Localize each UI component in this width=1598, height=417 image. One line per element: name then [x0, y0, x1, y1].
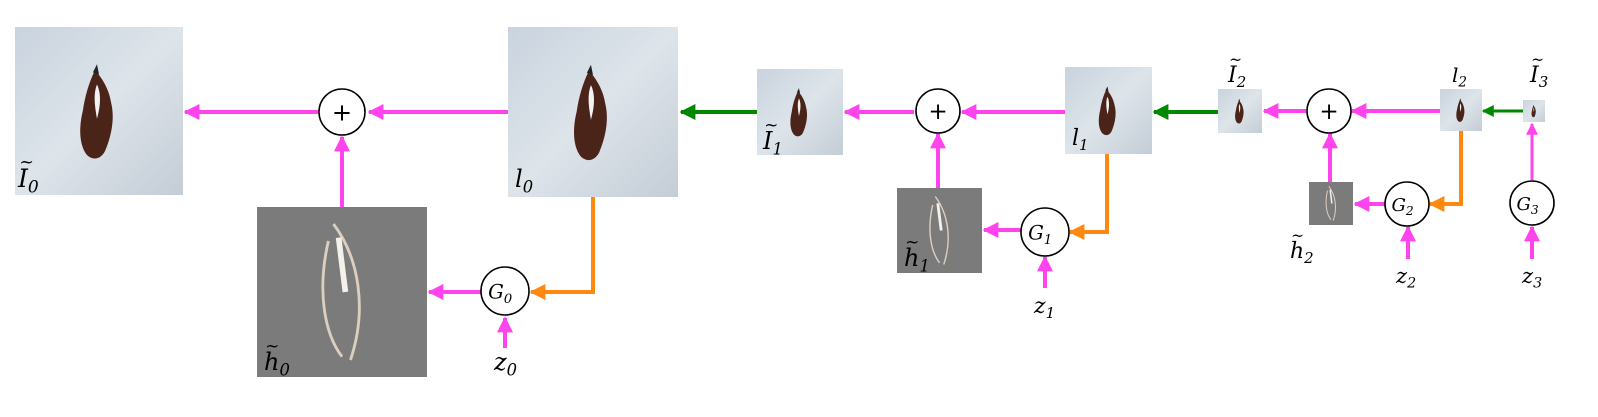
generator-node-1: G1: [1020, 207, 1070, 257]
residual-image-0: [257, 207, 427, 377]
generator-node-1-label: G1: [1028, 222, 1052, 248]
generator-node-2-label: G2: [1391, 195, 1413, 218]
noise-label-1: z1: [1033, 294, 1055, 322]
generator-input-arrow-l2: [1428, 131, 1463, 212]
generator-input-arrow-l0: [529, 197, 595, 300]
image-label-1: I1: [762, 127, 783, 158]
generator-node-3: G3: [1509, 180, 1555, 226]
upsampled-image-2: [1440, 89, 1482, 131]
residual-label-0-tilde: ~: [265, 335, 279, 355]
noise-label-3: z3: [1521, 264, 1542, 292]
sum-node-1-symbol: +: [928, 99, 947, 125]
generator-node-0: G0: [480, 266, 530, 316]
sum-node-2-symbol: +: [1319, 99, 1338, 125]
residual-label-2: h2: [1290, 239, 1314, 267]
generator-node-0-label: G0: [488, 281, 513, 307]
reconstructed-image-1: [757, 69, 843, 155]
sum-node-0: +: [318, 88, 366, 136]
reconstructed-image-0: [15, 27, 183, 195]
sum-node-0-symbol: +: [332, 98, 352, 126]
image-label-2-tilde: ~: [1229, 51, 1242, 69]
image-label-3: I3: [1529, 63, 1548, 91]
generator-node-3-label: G3: [1516, 194, 1538, 217]
residual-label-2-tilde: ~: [1291, 227, 1304, 245]
sum-node-2: +: [1306, 88, 1352, 134]
image-label-2: I2: [1227, 63, 1246, 91]
image-label-0: I0: [17, 164, 39, 198]
generator-input-arrow-l1: [1068, 154, 1109, 240]
sum-node-1: +: [915, 88, 961, 134]
image-label-3-tilde: ~: [1531, 51, 1544, 69]
image-label-1-tilde: ~: [764, 114, 778, 134]
reconstructed-image-3: [1523, 100, 1545, 122]
reconstructed-image-2: [1218, 89, 1262, 133]
image-label-0-tilde: ~: [19, 153, 34, 173]
low-label-0: l0: [515, 165, 533, 196]
residual-image-1: [897, 188, 982, 273]
upsampled-image-1: [1065, 67, 1152, 154]
residual-label-0: h0: [264, 348, 290, 379]
residual-image-2: [1309, 182, 1353, 225]
noise-label-2: z2: [1395, 264, 1416, 292]
residual-label-1: h1: [904, 244, 930, 275]
residual-label-1-tilde: ~: [905, 231, 919, 251]
generator-node-2: G2: [1384, 181, 1430, 227]
low-label-2: l2: [1452, 63, 1467, 90]
upsampled-image-0: [508, 27, 678, 197]
low-label-1: l1: [1072, 126, 1089, 154]
noise-label-0: z0: [493, 348, 517, 379]
